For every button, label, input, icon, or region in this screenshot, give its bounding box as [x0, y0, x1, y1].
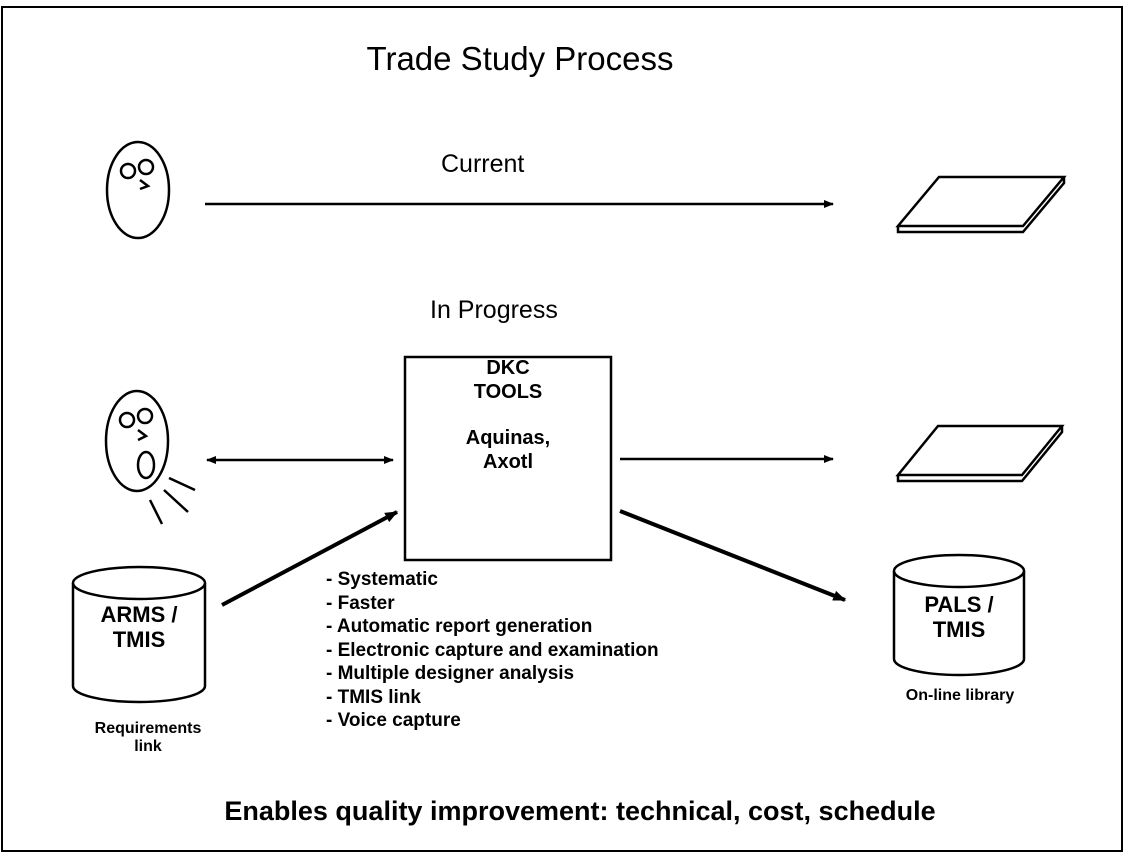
requirements-caption-line1: Requirements — [94, 720, 202, 737]
summary-statement: Enables quality improvement: technical, … — [224, 796, 936, 826]
library-arrow — [619, 509, 847, 602]
tools-heading-line2: TOOLS — [473, 381, 543, 403]
output-document-icon — [895, 424, 1065, 483]
pals-database-icon — [892, 553, 1026, 677]
talking-face-icon — [104, 389, 196, 525]
page-title: Trade Study Process — [366, 40, 674, 77]
arms-database-icon — [71, 565, 207, 704]
requirements-arrow — [221, 510, 399, 607]
current-label: Current — [441, 150, 525, 178]
arms-label-line2: TMIS — [112, 627, 166, 652]
benefits-list: - Systematic - Faster - Automatic report… — [326, 568, 659, 733]
requirements-caption-line2: link — [134, 738, 162, 755]
in-progress-label: In Progress — [430, 296, 558, 324]
tools-names-line2: Axotl — [483, 451, 533, 473]
pals-label-line1: PALS / — [924, 592, 994, 617]
slide-frame — [1, 6, 1123, 852]
list-item: - Faster — [326, 592, 395, 614]
list-item: - Systematic — [326, 569, 438, 590]
list-item: - Multiple designer analysis — [326, 663, 575, 684]
list-item: - Electronic capture and examination — [326, 639, 659, 661]
dkc-tools-box — [403, 355, 613, 562]
dkc-tools-label: DKC TOOLS Aquinas, Axotl — [404, 356, 612, 474]
list-item: - Automatic report generation — [326, 616, 593, 637]
list-item: - TMIS link — [326, 686, 421, 708]
tools-names-line1: Aquinas, — [465, 427, 551, 449]
list-item: - Voice capture — [326, 710, 461, 731]
arms-database-label: ARMS / TMIS — [72, 602, 206, 652]
pals-label-line2: TMIS — [932, 617, 986, 642]
requirements-caption: Requirements link — [68, 720, 228, 756]
thinking-face-icon — [105, 140, 171, 240]
document-icon — [895, 175, 1067, 234]
arms-label-line1: ARMS / — [100, 602, 178, 627]
pals-database-label: PALS / TMIS — [893, 592, 1025, 642]
tools-heading-line1: DKC — [486, 357, 530, 379]
library-caption: On-line library — [905, 687, 1015, 704]
